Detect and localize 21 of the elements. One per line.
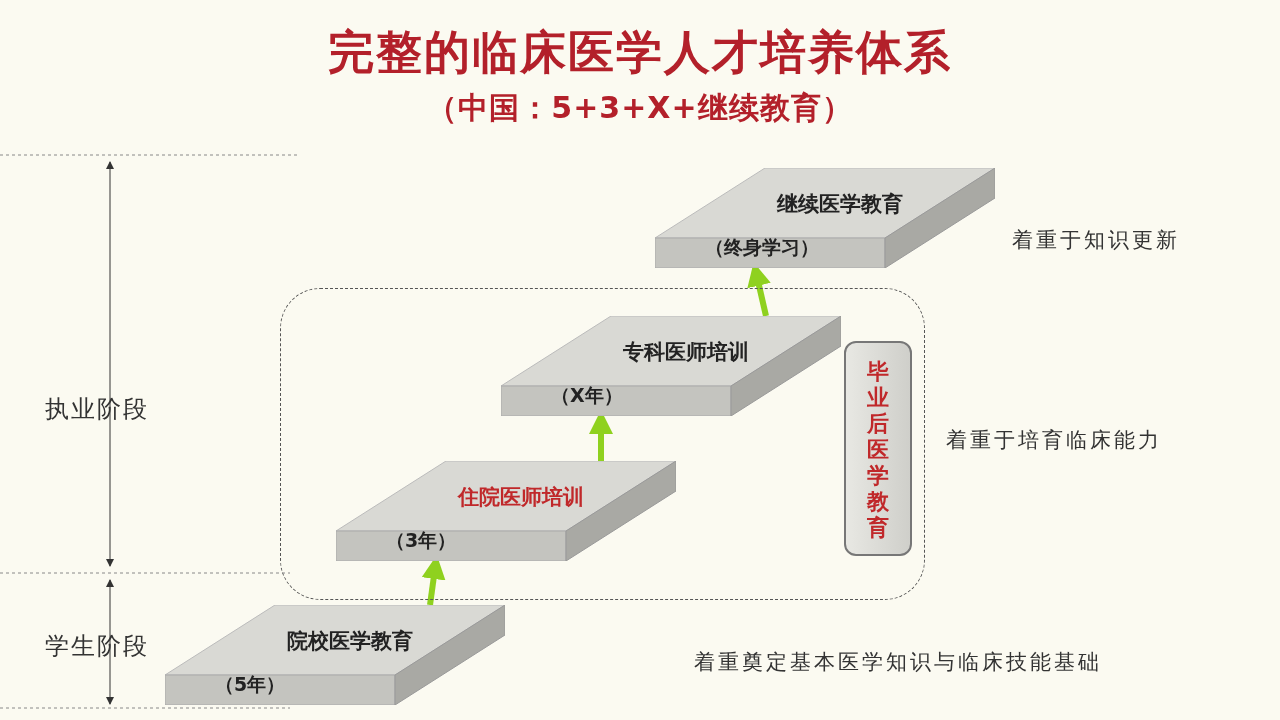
platform-title: 住院医师培训 — [456, 484, 585, 511]
platform — [655, 168, 995, 268]
platform-duration: （X年） — [551, 383, 623, 408]
stage-box: 毕业后医学教育 — [844, 341, 912, 556]
platform — [165, 605, 505, 705]
platform-duration: （3年） — [386, 528, 457, 553]
platform — [501, 316, 841, 416]
stage-label: 执业阶段 — [45, 394, 149, 425]
platform — [336, 461, 676, 561]
dashed-region — [280, 288, 925, 600]
focus-note: 着重奠定基本医学知识与临床技能基础 — [694, 649, 1102, 676]
platform-duration: （终身学习） — [705, 235, 819, 260]
subtitle: （中国：5+3+X+继续教育） — [426, 89, 854, 127]
platform-duration: （5年） — [215, 672, 286, 697]
platform-title: 院校医学教育 — [286, 628, 414, 655]
title: 完整的临床医学人才培养体系 — [327, 24, 953, 81]
focus-note: 着重于知识更新 — [1012, 227, 1180, 254]
stage-label: 学生阶段 — [45, 631, 149, 662]
platform-title: 继续医学教育 — [776, 191, 904, 218]
platform-title: 专科医师培训 — [622, 339, 750, 366]
focus-note: 着重于培育临床能力 — [946, 427, 1162, 454]
